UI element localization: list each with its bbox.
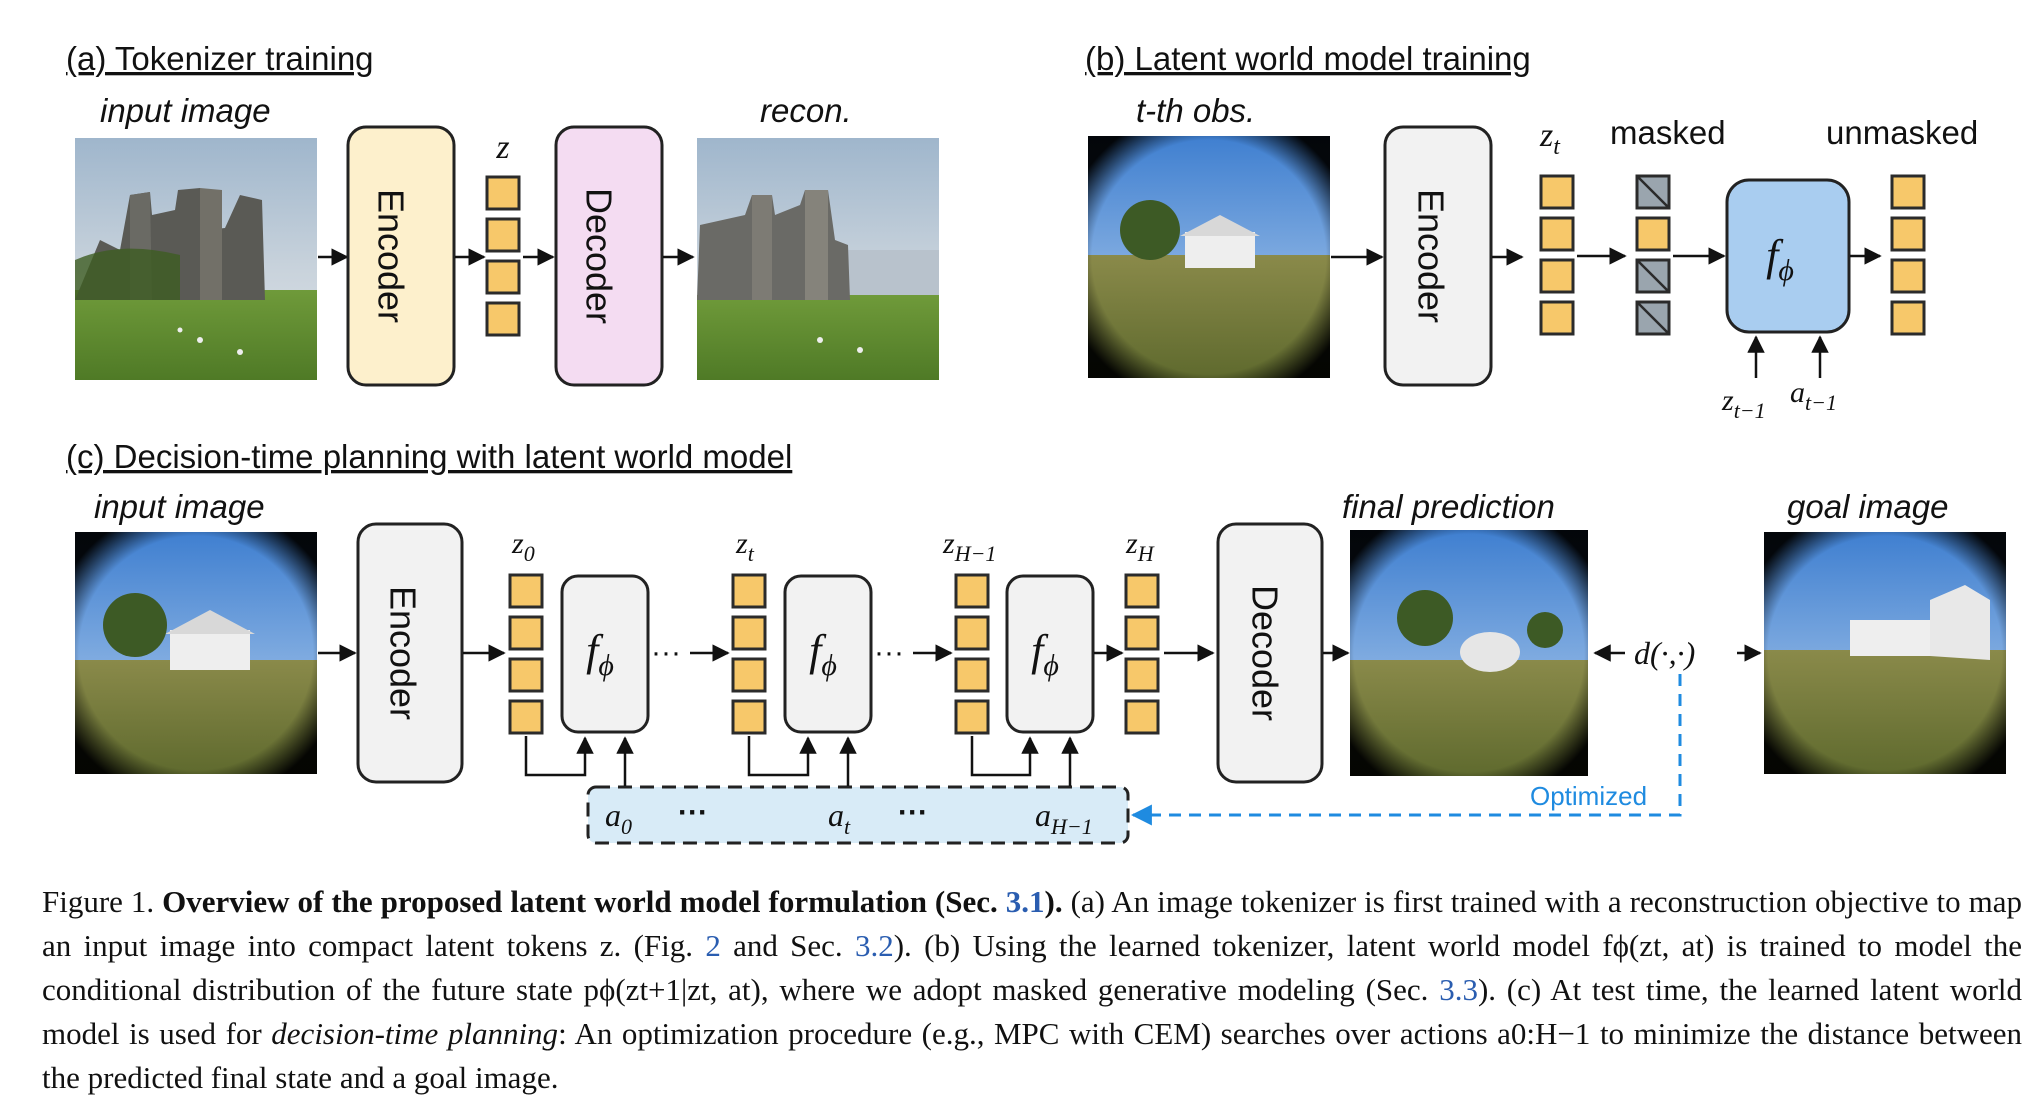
decoder-box-a	[554, 125, 664, 387]
unmasked-tokens	[1890, 174, 1926, 336]
panel-a-recon-label: recon.	[760, 92, 852, 129]
decoder-box-c	[1216, 522, 1324, 784]
unmasked-label: unmasked	[1826, 114, 1978, 151]
figure-caption: Figure 1. Overview of the proposed laten…	[42, 880, 2022, 1100]
encoder-box-a	[346, 125, 456, 387]
z-prev-label: zt−1	[1721, 384, 1766, 423]
encoder-box-b	[1383, 125, 1493, 387]
zt-tokens-b	[1539, 174, 1575, 336]
caption-part3: ). (b) Using the learned tokenizer, late…	[42, 928, 2022, 1007]
f-phi-box-c1	[560, 574, 650, 734]
panel-a-input-label: input image	[100, 92, 271, 129]
action-dots-2: ···	[898, 796, 928, 829]
zH1-label: zH−1	[942, 527, 996, 566]
zt-label-c: zt	[735, 527, 755, 566]
final-prediction-label: final prediction	[1342, 488, 1555, 525]
caption-sec1-link[interactable]: 3.1	[1005, 884, 1045, 919]
caption-part5: : An optimization procedure (e.g., MPC w…	[42, 1016, 2023, 1095]
panel-a-title: (a) Tokenizer training	[66, 40, 374, 77]
caption-italic: decision-time planning	[271, 1016, 559, 1051]
action-dots-1: ···	[678, 796, 708, 829]
masked-label: masked	[1610, 114, 1726, 151]
encoder-label-a: Encoder	[370, 189, 411, 323]
caption-part2: and Sec.	[733, 928, 843, 963]
f-phi-box-c3	[1005, 574, 1095, 734]
z0-tokens	[508, 573, 544, 735]
decoder-label-a: Decoder	[578, 188, 619, 324]
goal-image-label: goal image	[1787, 488, 1948, 525]
panel-b-obs-label: t-th obs.	[1136, 92, 1255, 129]
caption-fig2-link[interactable]: 2	[705, 928, 721, 963]
caption-part1: (a) An image tokenizer is first trained …	[42, 884, 2023, 963]
f-phi-box-b	[1725, 178, 1851, 334]
panel-b-title: (b) Latent world model training	[1085, 40, 1531, 77]
castle-input-image	[75, 138, 317, 380]
zH-tokens	[1124, 573, 1160, 735]
z-label-a: z	[495, 129, 509, 166]
at-label: at	[828, 797, 851, 839]
castle-recon-image	[697, 138, 939, 380]
caption-fig-label: Figure 1.	[42, 884, 155, 919]
obs-image-b	[1088, 136, 1330, 378]
f-phi-box-c2	[783, 574, 873, 734]
zH1-tokens	[954, 573, 990, 735]
final-prediction-image	[1350, 530, 1588, 776]
a0-label: a0	[605, 797, 632, 839]
dots-1: ···	[651, 636, 681, 669]
distance-label: d(·,·)	[1634, 635, 1695, 671]
zH-label: zH	[1125, 527, 1155, 566]
figure-diagram: (a) Tokenizer training input image recon…	[66, 40, 2006, 845]
optimized-feedback-arrow	[1130, 674, 1682, 826]
z-tokens-a	[485, 175, 521, 337]
masked-tokens	[1635, 174, 1671, 336]
connector-lines	[524, 736, 1039, 777]
encoder-label-c: Encoder	[382, 586, 423, 720]
caption-bold-end: ).	[1044, 884, 1063, 919]
zt-tokens-c	[731, 573, 767, 735]
caption-sec2-link[interactable]: 3.2	[854, 928, 894, 963]
action-sequence-box	[586, 785, 1130, 845]
aH1-label: aH−1	[1035, 797, 1093, 839]
encoder-label-b: Encoder	[1410, 189, 1451, 323]
optimized-label: Optimized	[1530, 781, 1647, 811]
panel-c-input-label: input image	[94, 488, 265, 525]
input-image-c	[75, 532, 317, 774]
caption-part4: ). (c) At test time, the learned latent …	[42, 972, 2023, 1051]
caption-bold-title: Overview of the proposed latent world mo…	[162, 884, 998, 919]
zt-label-b: zt	[1539, 117, 1561, 160]
goal-image	[1764, 532, 2006, 774]
dots-2: ···	[874, 636, 904, 669]
a-prev-label: at−1	[1790, 376, 1837, 415]
z0-label: z0	[511, 527, 535, 566]
encoder-box-c	[356, 522, 464, 784]
decoder-label-c: Decoder	[1244, 585, 1285, 721]
caption-sec3-link[interactable]: 3.3	[1439, 972, 1478, 1007]
panel-c-title: (c) Decision-time planning with latent w…	[66, 438, 792, 475]
